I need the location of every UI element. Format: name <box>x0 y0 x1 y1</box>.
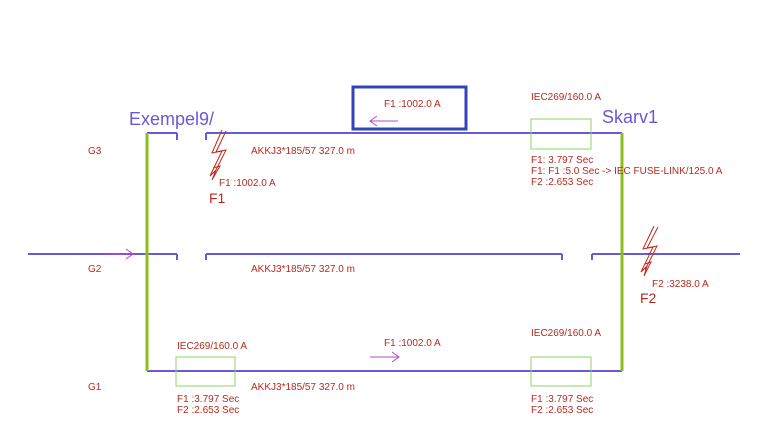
node-label-left: Exempel9/ <box>129 109 214 129</box>
fuse-top-right-line2: F1: F1 :5.0 Sec -> IEC FUSE-LINK/125.0 A <box>531 166 723 177</box>
fuse-bottom-left-rating: IEC269/160.0 A <box>177 341 247 352</box>
lightning-f1-icon <box>209 129 227 181</box>
row-label-g3: G3 <box>88 146 102 157</box>
flow-label-top: F1 :1002.0 A <box>384 99 441 110</box>
fuse-bottom-right-line2: F2 :2.653 Sec <box>531 405 593 416</box>
top-line[interactable] <box>147 132 622 140</box>
row-label-g2: G2 <box>88 264 102 275</box>
lightning-f2-icon <box>640 225 659 277</box>
flow-label-bottom: F1 :1002.0 A <box>384 338 441 349</box>
fault-f2-current: F2 :3238.0 A <box>652 279 709 290</box>
fuse-top-right-rating: IEC269/160.0 A <box>531 92 601 103</box>
fuse-top-right-line3: F2 :2.653 Sec <box>531 177 593 188</box>
fault-f1-name: F1 <box>209 190 226 206</box>
highlight-box[interactable] <box>351 85 468 131</box>
fuse-top-right[interactable] <box>530 118 592 150</box>
node-label-right: Skarv1 <box>602 107 658 127</box>
fuse-bottom-right-line1: F1 :3.797 Sec <box>531 394 593 405</box>
fuse-bottom-right-rating: IEC269/160.0 A <box>531 328 601 339</box>
fuse-top-right-line1: F1: 3.797 Sec <box>531 155 593 166</box>
arrow-incoming-icon <box>105 248 134 260</box>
fuse-bottom-left-line1: F1 :3.797 Sec <box>177 394 239 405</box>
fault-f2-name: F2 <box>640 290 657 306</box>
fuse-bottom-left[interactable] <box>175 356 236 387</box>
cable-label-top: AKKJ3*185/57 327.0 m <box>251 146 355 157</box>
row-label-g1: G1 <box>88 382 102 393</box>
middle-line[interactable] <box>28 253 740 260</box>
fuse-bottom-left-line2: F2 :2.653 Sec <box>177 405 239 416</box>
cable-label-middle: AKKJ3*185/57 327.0 m <box>251 264 355 275</box>
fuse-bottom-right[interactable] <box>530 356 592 387</box>
cable-label-bottom: AKKJ3*185/57 327.0 m <box>251 382 355 393</box>
arrow-right-icon <box>370 351 400 363</box>
arrow-left-icon <box>369 115 398 127</box>
fault-f1-current: F1 :1002.0 A <box>219 178 276 189</box>
